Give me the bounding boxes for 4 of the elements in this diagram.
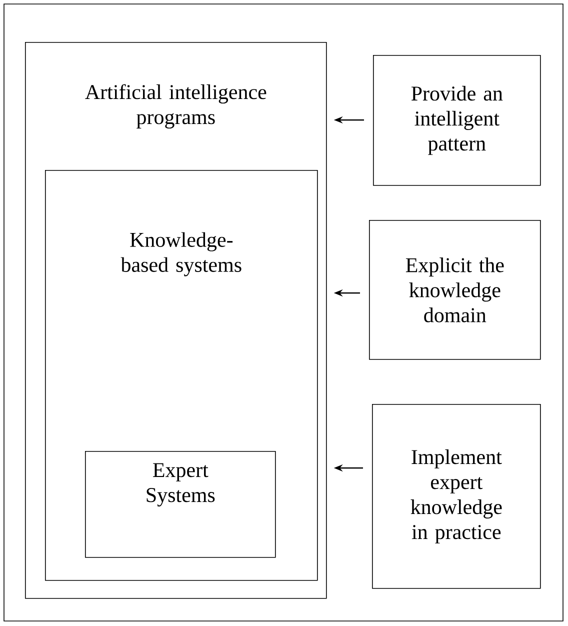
text-box: Provide an intelligent pattern	[373, 55, 541, 186]
text-box: Expert Systems	[85, 451, 276, 558]
text-box: Implement expert knowledge in practice	[372, 404, 541, 589]
text-box: Explicit the knowledge domain	[369, 220, 541, 360]
